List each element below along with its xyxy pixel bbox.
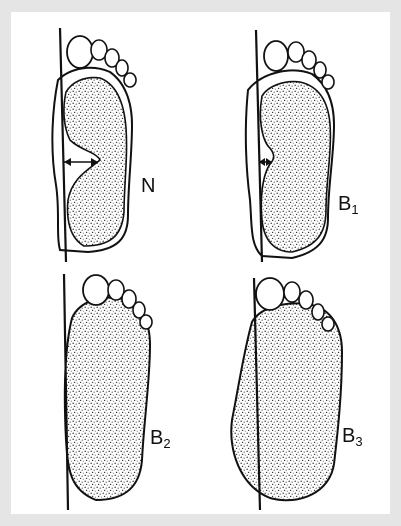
label-n-main: N: [141, 175, 155, 197]
label-b1-sub: 1: [351, 202, 358, 217]
label-b2: B2: [150, 428, 171, 450]
label-b3-sub: 3: [355, 434, 362, 449]
arch-arrow: [64, 158, 98, 166]
label-b1-main: B: [338, 193, 351, 215]
label-n: N: [141, 176, 155, 196]
label-b1: B1: [338, 194, 359, 216]
reference-line: [256, 30, 262, 262]
label-b2-main: B: [150, 427, 163, 449]
foot-print-normal: [52, 28, 136, 262]
label-b2-sub: 2: [163, 436, 170, 451]
foot-print-b3: [231, 278, 342, 510]
foot-print-b2: [64, 274, 152, 510]
reference-line: [60, 28, 66, 262]
label-b3: B3: [342, 426, 363, 448]
foot-print-b1: [246, 30, 334, 262]
label-b3-main: B: [342, 425, 355, 447]
